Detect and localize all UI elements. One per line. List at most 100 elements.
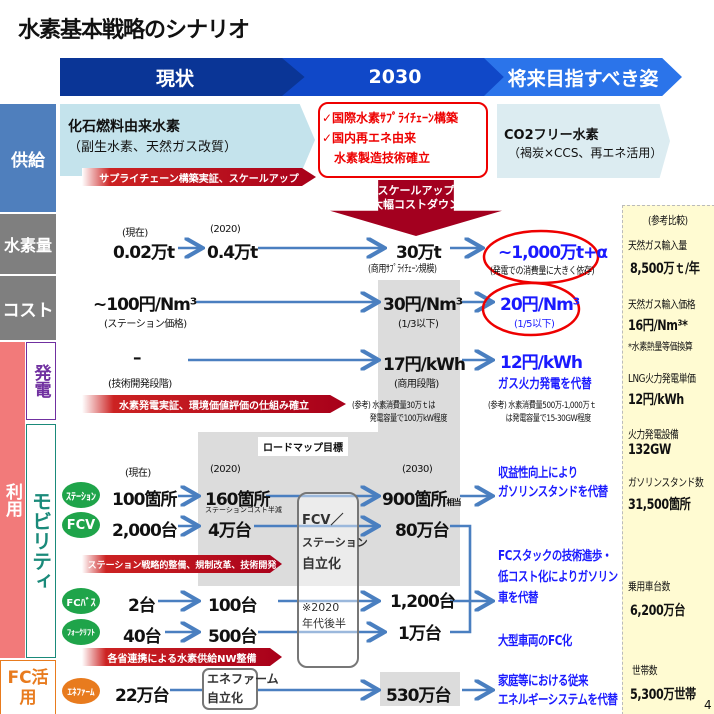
mobility-2020-label: (2020) [210,464,241,475]
side-amount: 水素量 [0,214,56,274]
station-2020-note: ステーションコスト半減 [205,506,282,514]
fc-result-b: エネルギーシステムを代替 [498,693,618,708]
scale-down-label: スケールアップ大幅コストダウン [372,184,460,212]
autonomy-text: FCV／ ステーション自立化 [302,510,368,576]
supply-future-sub: （褐炭×CCS、再エネ活用） [508,146,663,160]
forklift-now: 40台 [123,627,162,647]
header-future-label: 将来目指すべき姿 [507,67,659,90]
ref-gas-price-label: 天然ガス輸入価格 [628,298,696,311]
supply-future-box [497,104,670,178]
power-future: 12円/kWh [500,353,583,373]
ref-cars: 6,200万台 [630,603,686,619]
mobility-result-2: FCスタックの技術進歩・低コスト化によりガソリン車を代替 [498,546,618,609]
ref-house: 5,300万世帯 [630,687,696,703]
autonomy-box [297,492,359,668]
fcv-icon: FCV [62,512,100,538]
power-banner: 水素発電実証、環境価値評価の仕組み確立 [82,395,346,413]
header-now: 現状 [60,58,310,96]
ref-gas-price: 16円/Nm³* [628,318,688,334]
supply-mid-1: ✓国際水素ｻﾌﾟﾗｲﾁｪｰﾝ構築 [322,111,459,125]
cost-now: ~100円/Nm³ [93,295,197,315]
amount-now: 0.02万t [113,243,175,263]
mobility-2030-label: (2030) [402,464,433,475]
power-2030: 17円/kWh [383,355,466,375]
supply-future-title: CO2フリー水素 [504,128,599,143]
supply-now-title: 化石燃料由来水素 [68,119,180,135]
header-2030-label: 2030 [368,66,422,88]
supply-mid-3: 水素製造技術確立 [334,151,431,165]
power-ref-future-2: は発電容量で15-30GW程度 [505,414,592,424]
bus-2020: 100台 [208,596,257,616]
ref-thermal-label: 火力発電設備 [628,428,679,441]
amount-2030: 30万t [396,243,442,263]
ref-title: (参考比較) [648,214,688,227]
amount-2030-note: (商用ｻﾌﾟﾗｲﾁｪｰﾝ規模) [368,264,437,275]
side-supply: 供給 [0,104,56,212]
power-future-note: ガス火力発電を代替 [498,377,592,392]
forklift-2020: 500台 [208,627,257,647]
cost-2030-note: (1/3以下) [398,319,439,330]
page-number: 4 [704,698,712,712]
header-future: 将来目指すべき姿 [484,58,682,96]
supply-now-box [60,104,315,176]
mobility-result-1b: ガソリンスタンドを代替 [498,485,608,500]
enefarm-autonomy-box: エネファーム自立化 [202,668,279,710]
side-fc: FC活用 [0,660,56,714]
mobility-result-3: 大型車両のFC化 [498,634,572,649]
fc-2030-bg [380,672,460,706]
power-now-note: (技術開発段階) [108,379,172,390]
power-ref-future: (参考) 水素消費量500万-1,000万ｔ は発電容量で15-30GW程度 [488,400,596,426]
mobility-result-2a: FCスタックの技術進歩・ [498,549,612,564]
station-2030-note: 相当 [446,498,462,507]
power-ref-2030-1: (参考) 水素消費量30万ｔは [352,401,436,411]
power-ref-2030: (参考) 水素消費量30万ｔは発電容量で100万kW程度 [352,400,447,426]
autonomy-3: 自立化 [302,557,342,572]
station-now: 100箇所 [112,490,177,510]
bus-now: 2台 [128,596,156,616]
mobility-now-label: (現在) [125,468,151,479]
supply-now-sub: （副生水素、天然ガス改質） [68,140,238,155]
amount-future-note: (発電での消費量に大きく依存) [490,266,595,277]
mid-column-bg [378,280,460,432]
side-cost: コスト [0,276,56,340]
ref-house-label: 世帯数 [632,664,658,677]
autonomy-2: ステーション [302,536,368,549]
enefarm-icon: ｴﾈﾌｧｰﾑ [62,678,100,704]
ref-gas-import: 8,500万ｔ/年 [630,261,700,277]
side-mobility: モビリティ [26,424,56,658]
power-ref-future-1: (参考) 水素消費量500万-1,000万ｔ [488,401,597,411]
supply-mid-text: ✓国際水素ｻﾌﾟﾗｲﾁｪｰﾝ構築 ✓国内再エネ由来水素製造技術確立 [322,108,458,168]
header-now-label: 現状 [155,67,194,90]
mobility-result-1a: 収益性向上により [498,466,578,481]
reference-panel [622,205,714,714]
ref-cars-label: 乗用車台数 [628,580,670,593]
scale-down-1: スケールアップ [377,184,455,197]
ref-gas-note: *水素熱量等価換算 [628,342,693,353]
amount-2020-label: (2020) [210,224,241,235]
station-2030: 900箇所相当 [382,485,462,510]
mobility-result-1: 収益性向上によりガソリンスタンドを代替 [498,464,608,502]
autonomy-4: ※2020 [302,601,340,614]
amount-2020: 0.4万t [207,243,258,263]
bus-2030: 1,200台 [390,592,456,612]
bracket-line [450,524,472,634]
highlight-ellipse [481,281,581,337]
amount-now-label: (現在) [122,228,148,239]
power-2030-note: (商用段階) [394,379,439,390]
enefarm-2030: 530万台 [386,686,451,706]
cost-future-note: (1/5以下) [514,319,555,330]
cost-now-note: (ステーション価格) [104,319,187,330]
power-now: – [133,348,141,368]
station-2030-value: 900箇所 [382,490,447,510]
autonomy-1: FCV／ [302,513,344,528]
ref-thermal: 132GW [628,442,671,458]
fc-result: 家庭等における従来エネルギーシステムを代替 [498,672,618,710]
header-2030: 2030 [282,58,508,96]
supply-mid-box [318,102,488,178]
supply-mid-2: ✓国内再エネ由来 [322,131,417,145]
side-power: 発電 [26,342,56,420]
mobility-banner-2: 各省連携による水素供給NW整備 [82,648,282,666]
